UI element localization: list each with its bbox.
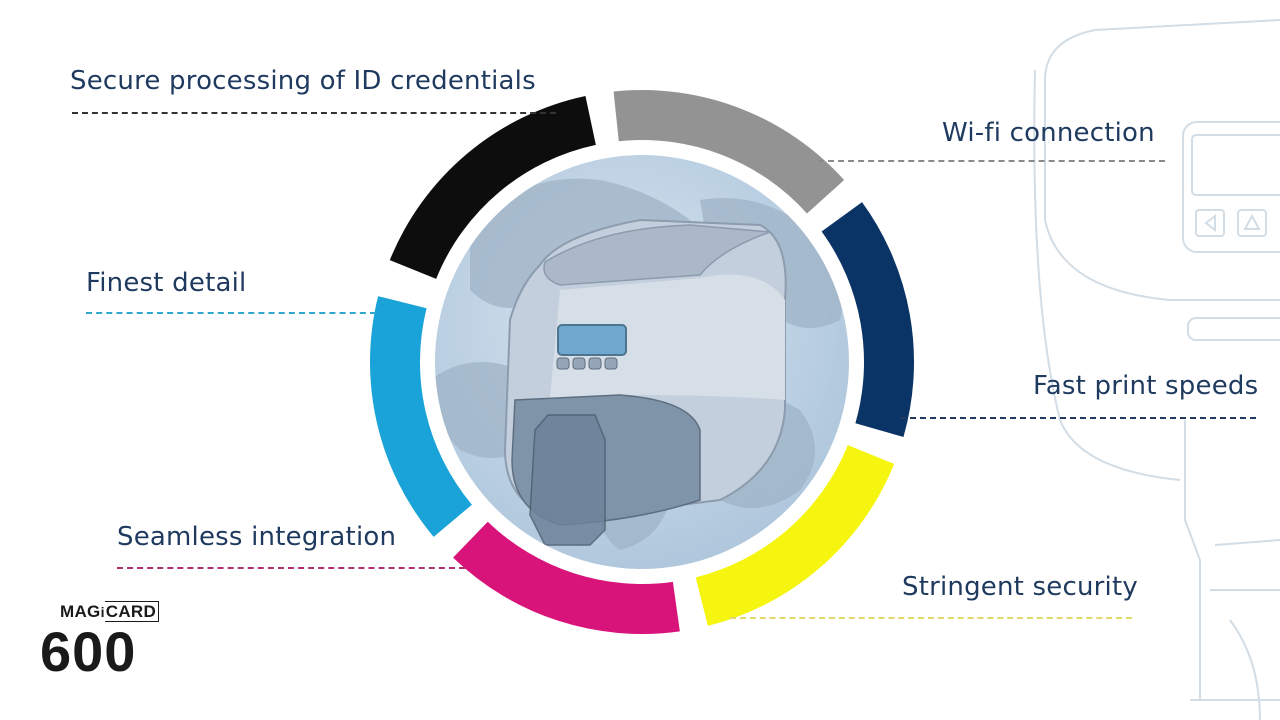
- ring-segment-security: [695, 445, 895, 626]
- feature-label-secure: Secure processing of ID credentials: [70, 66, 536, 96]
- ring-segment-wifi: [613, 90, 845, 214]
- leader-line-secure: [72, 112, 556, 114]
- printer-illustration: [503, 218, 787, 546]
- ring-segment-integration: [453, 521, 680, 634]
- feature-label-detail: Finest detail: [86, 268, 247, 298]
- ring-segment-secure: [389, 95, 596, 279]
- feature-label-security: Stringent security: [902, 572, 1138, 602]
- brand-prefix: MAG: [60, 602, 101, 621]
- leader-line-speed: [900, 417, 1256, 419]
- brand-suffix: CARD: [104, 601, 160, 622]
- leader-line-detail: [86, 312, 376, 314]
- ring-segment-detail: [369, 296, 472, 537]
- feature-label-wifi: Wi-fi connection: [942, 118, 1155, 148]
- feature-label-integration: Seamless integration: [117, 522, 397, 552]
- feature-label-speed: Fast print speeds: [1033, 371, 1259, 401]
- leader-line-wifi: [818, 160, 1165, 162]
- leader-line-integration: [117, 567, 465, 569]
- brand-wordmark: MAGiCARD: [60, 601, 160, 622]
- model-number: 600: [40, 620, 137, 683]
- ring-segment-speed: [821, 202, 914, 437]
- leader-line-security: [730, 617, 1132, 619]
- brand-mark: i: [100, 604, 105, 620]
